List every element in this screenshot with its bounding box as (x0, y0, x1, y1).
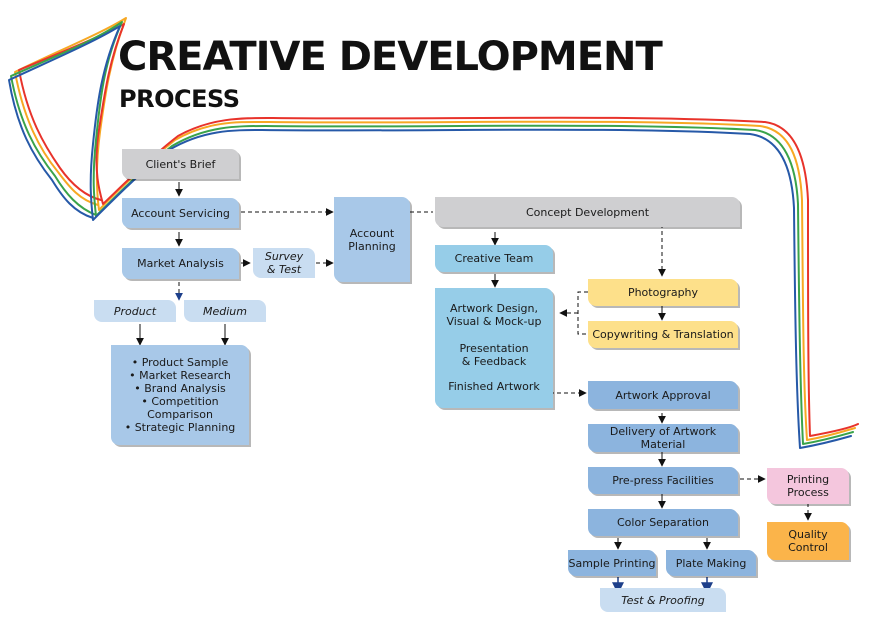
node-quality-control: Quality Control (767, 522, 849, 560)
node-test-proofing: Test & Proofing (600, 588, 726, 612)
presentation-label: Presentation & Feedback (459, 342, 529, 368)
page-title: CREATIVE DEVELOPMENT (118, 34, 663, 80)
node-creative-team: Creative Team (435, 245, 553, 272)
research-item: • Market Research (129, 369, 231, 382)
research-item: • Brand Analysis (134, 382, 226, 395)
node-printing-process: Printing Process (767, 468, 849, 504)
node-concept-development: Concept Development (435, 197, 740, 227)
research-item: • Strategic Planning (124, 421, 236, 434)
connectors (136, 182, 711, 550)
research-item: • Product Sample (131, 356, 229, 369)
node-color-separation: Color Separation (588, 509, 738, 536)
node-photography: Photography (588, 279, 738, 306)
node-research-list: • Product Sample • Market Research • Bra… (111, 345, 249, 445)
node-survey-test: Survey & Test (253, 248, 315, 278)
node-medium: Medium (184, 300, 266, 322)
node-sample-printing: Sample Printing (568, 550, 656, 576)
node-artwork-design: Artwork Design, Visual & Mock-up Present… (435, 288, 553, 408)
node-clients-brief: Client's Brief (122, 149, 239, 179)
node-account-planning: Account Planning (334, 197, 410, 282)
node-market-analysis: Market Analysis (122, 248, 239, 279)
node-account-servicing: Account Servicing (122, 198, 239, 228)
node-copywriting: Copywriting & Translation (588, 321, 738, 348)
node-product: Product (94, 300, 176, 322)
node-delivery: Delivery of Artwork Material (588, 424, 738, 452)
node-plate-making: Plate Making (666, 550, 756, 576)
page-subtitle: PROCESS (119, 85, 240, 113)
artwork-design-label: Artwork Design, Visual & Mock-up (446, 302, 542, 328)
node-artwork-approval: Artwork Approval (588, 381, 738, 409)
finished-artwork-label: Finished Artwork (448, 380, 540, 393)
node-prepress: Pre-press Facilities (588, 467, 738, 494)
research-item: • Competition Comparison (141, 395, 219, 421)
decorative-wire (8, 17, 859, 449)
